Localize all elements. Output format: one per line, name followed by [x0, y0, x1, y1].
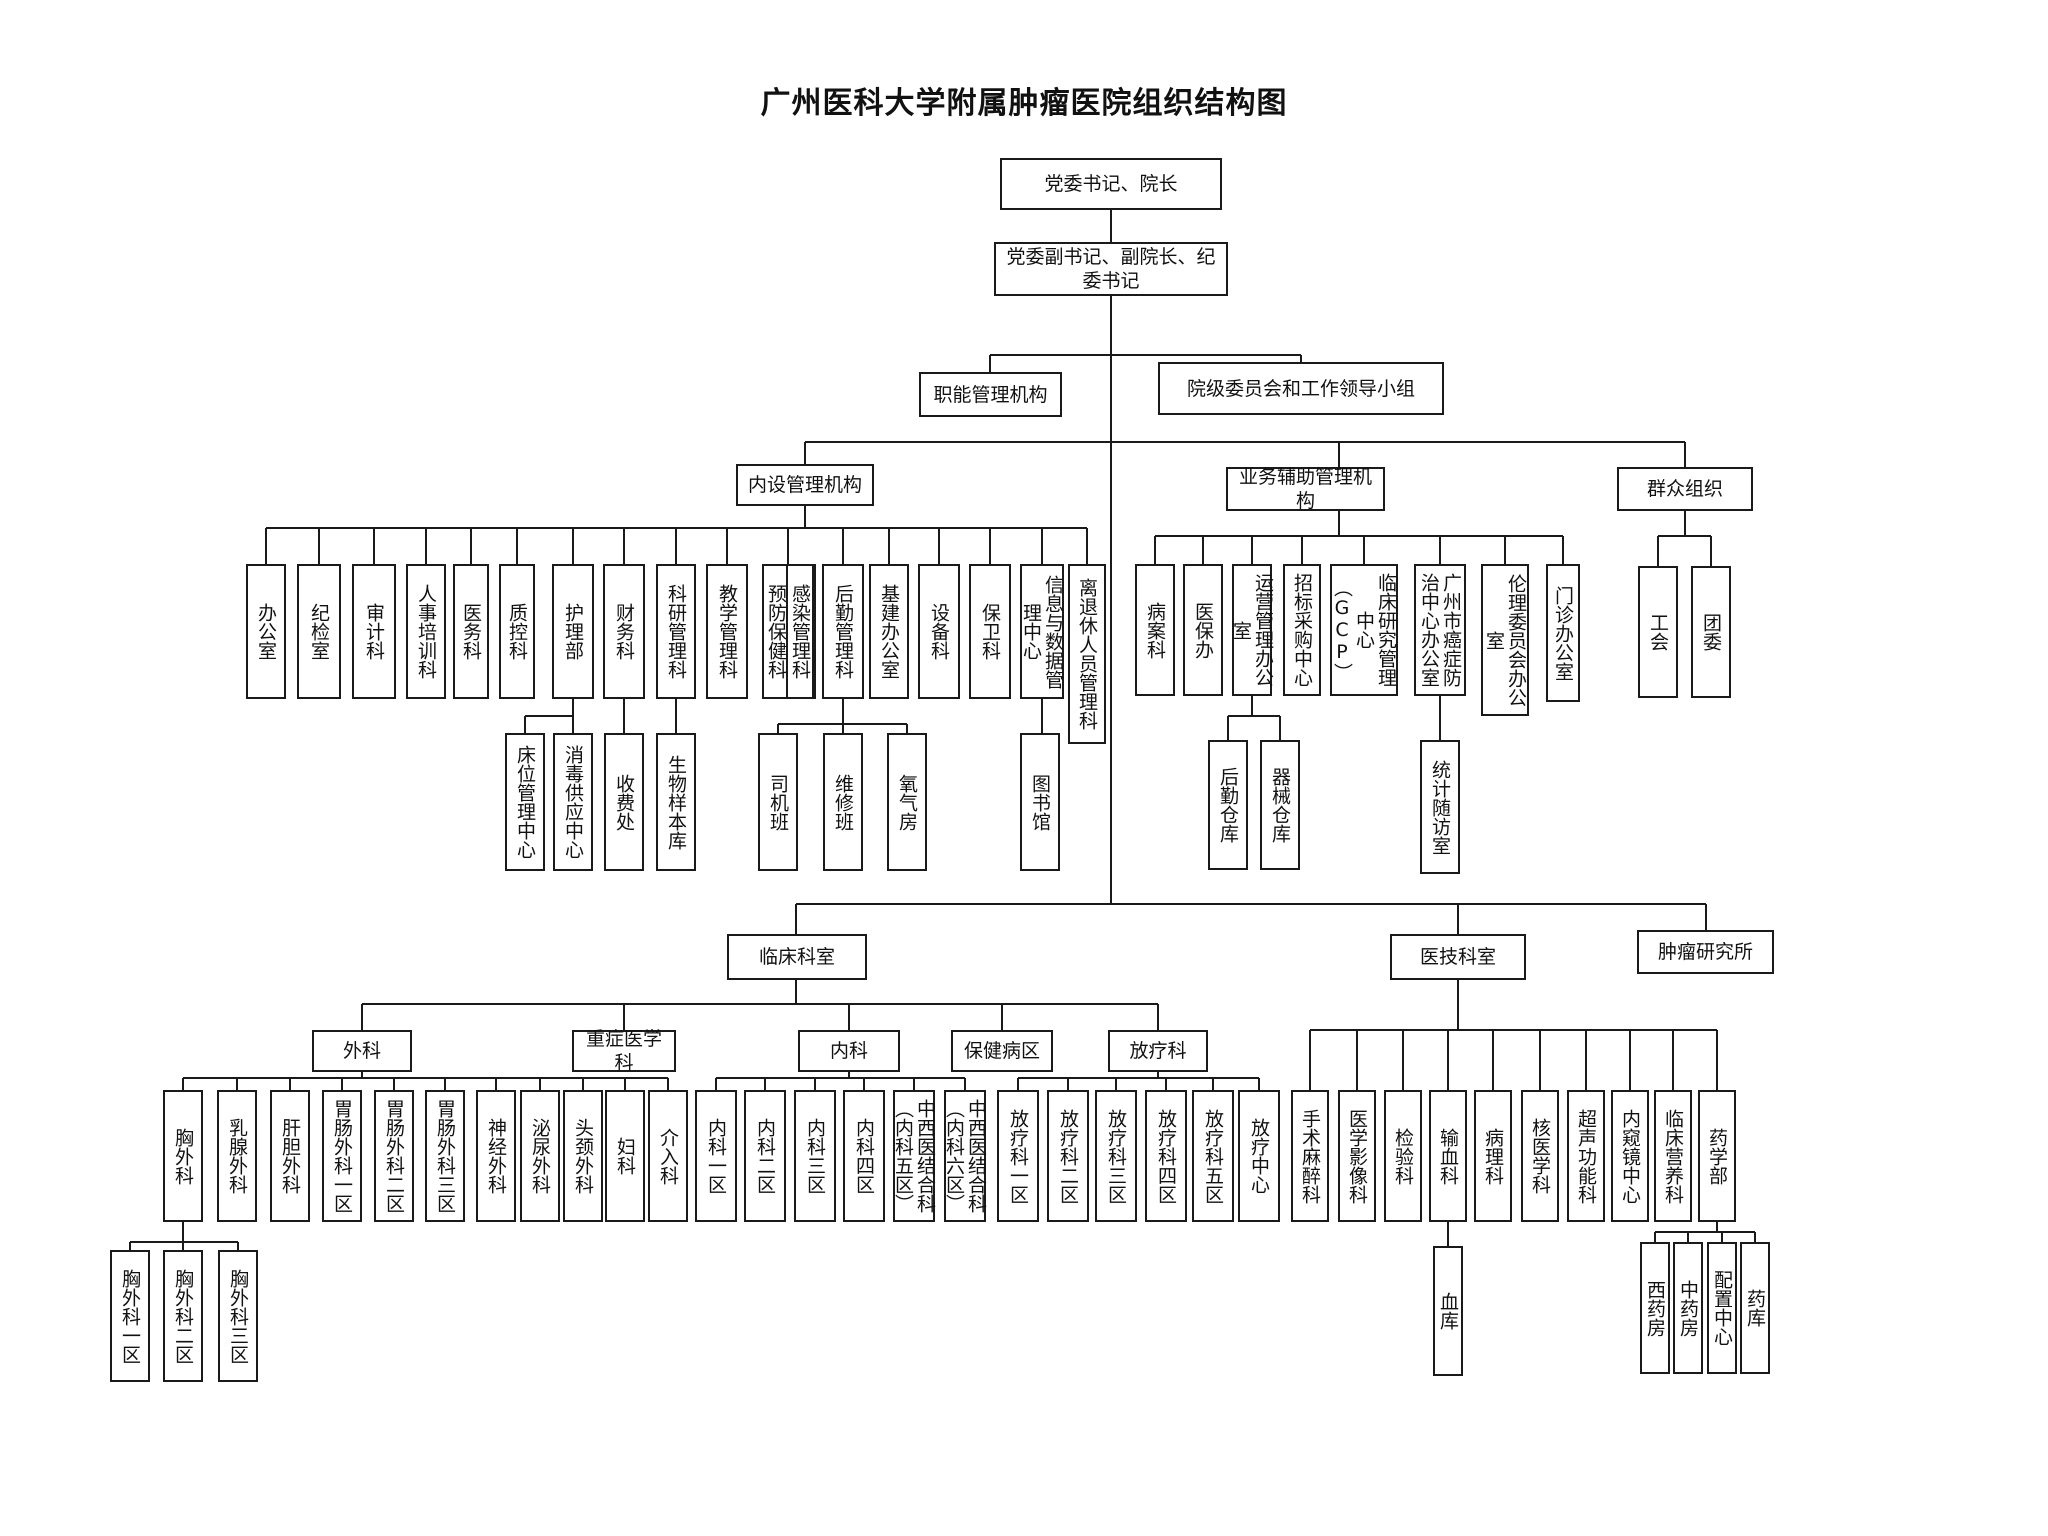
internal-med-unit: 内科四区 — [843, 1090, 885, 1222]
internal-unit: 预防保健科 — [762, 564, 790, 699]
surgery-unit: 胸外科 — [163, 1090, 203, 1222]
sub-unit: 生物样本库 — [656, 733, 696, 871]
business-support-node: 业务辅助管理机构 — [1226, 466, 1385, 512]
thoracic-unit: 胸外科一区 — [110, 1250, 150, 1382]
mass-unit: 团委 — [1691, 566, 1731, 698]
internal-med-unit: 中西医结合科（内科五区） — [892, 1090, 936, 1222]
sub-unit: 图书馆 — [1020, 733, 1060, 871]
tech-unit: 药学部 — [1698, 1090, 1736, 1222]
party-secretary-node: 党委书记、院长 — [1000, 158, 1222, 210]
business-unit: 广州市癌症防治中心办公室 — [1414, 564, 1466, 696]
sub-unit: 后勤仓库 — [1208, 740, 1248, 870]
internal-unit: 科研管理科 — [656, 564, 696, 699]
internal-med-unit: 内科三区 — [794, 1090, 836, 1222]
pharmacy-unit: 中药房 — [1673, 1242, 1703, 1374]
business-unit: 运营管理办公室 — [1230, 564, 1274, 696]
internal-unit: 人事培训科 — [406, 564, 446, 699]
internal-unit: 审计科 — [352, 564, 396, 699]
prevention-infection-group — [762, 564, 816, 699]
sub-unit: 消毒供应中心 — [553, 733, 593, 871]
radiotherapy-unit: 放疗科一区 — [997, 1090, 1039, 1222]
internal-unit: 信息与数据管理中心 — [1020, 564, 1064, 699]
internal-unit: 基建办公室 — [869, 564, 909, 699]
tech-unit: 内窥镜中心 — [1611, 1090, 1649, 1222]
sub-unit: 司机班 — [758, 733, 798, 871]
clinical-group: 内科 — [798, 1030, 900, 1072]
tech-unit: 医学影像科 — [1338, 1090, 1376, 1222]
surgery-unit: 头颈外科 — [563, 1090, 603, 1222]
surgery-unit: 神经外科 — [476, 1090, 516, 1222]
radiotherapy-unit: 放疗科二区 — [1047, 1090, 1089, 1222]
tech-unit: 检验科 — [1384, 1090, 1422, 1222]
internal-med-unit: 中西医结合科（内科六区） — [943, 1090, 987, 1222]
tech-unit: 手术麻醉科 — [1291, 1090, 1329, 1222]
surgery-unit: 妇科 — [605, 1090, 645, 1222]
radiotherapy-unit: 放疗科四区 — [1145, 1090, 1187, 1222]
surgery-unit: 介入科 — [648, 1090, 688, 1222]
pharmacy-unit: 西药房 — [1640, 1242, 1670, 1374]
surgery-unit: 乳腺外科 — [217, 1090, 257, 1222]
internal-unit: 后勤管理科 — [822, 564, 864, 699]
tech-unit: 核医学科 — [1521, 1090, 1559, 1222]
internal-unit: 财务科 — [603, 564, 645, 699]
business-unit: 病案科 — [1135, 564, 1175, 696]
sub-unit: 氧气房 — [887, 733, 927, 871]
business-unit: 医保办 — [1183, 564, 1223, 696]
internal-unit: 设备科 — [918, 564, 960, 699]
tech-unit: 超声功能科 — [1567, 1090, 1605, 1222]
page-title: 广州医科大学附属肿瘤医院组织结构图 — [760, 86, 1288, 121]
thoracic-unit: 胸外科三区 — [218, 1250, 258, 1382]
surgery-unit: 泌尿外科 — [520, 1090, 560, 1222]
internal-unit: 质控科 — [499, 564, 535, 699]
clinical-group: 放疗科 — [1108, 1030, 1208, 1072]
blood-bank-unit: 血库 — [1433, 1246, 1463, 1376]
internal-med-unit: 内科一区 — [695, 1090, 737, 1222]
functional-management-node: 职能管理机构 — [919, 372, 1062, 417]
internal-med-unit: 内科二区 — [744, 1090, 786, 1222]
sub-unit: 维修班 — [823, 733, 863, 871]
tech-unit: 临床营养科 — [1654, 1090, 1692, 1222]
cancer-institute-node: 肿瘤研究所 — [1637, 930, 1774, 974]
internal-unit: 办公室 — [246, 564, 286, 699]
clinical-group: 外科 — [312, 1030, 412, 1072]
medical-tech-node: 医技科室 — [1390, 934, 1526, 980]
business-unit: 临床研究管理中心（GCP） — [1330, 564, 1398, 696]
internal-unit: 护理部 — [552, 564, 594, 699]
business-unit: 招标采购中心 — [1283, 564, 1321, 696]
internal-unit: 教学管理科 — [706, 564, 748, 699]
business-unit: 门诊办公室 — [1546, 564, 1580, 702]
mass-unit: 工会 — [1638, 566, 1678, 698]
sub-unit: 床位管理中心 — [505, 733, 545, 871]
internal-unit: 纪检室 — [297, 564, 341, 699]
sub-unit: 器械仓库 — [1260, 740, 1300, 870]
internal-unit: 保卫科 — [969, 564, 1011, 699]
internal-unit: 离退休人员管理科 — [1068, 564, 1106, 744]
sub-unit: 统计随访室 — [1420, 740, 1460, 874]
deputy-leaders-node: 党委副书记、副院长、纪委书记 — [994, 242, 1228, 296]
internal-unit: 感染管理科 — [786, 564, 814, 699]
radiotherapy-unit: 放疗科五区 — [1192, 1090, 1234, 1222]
tech-unit: 输血科 — [1429, 1090, 1467, 1222]
internal-unit: 医务科 — [453, 564, 489, 699]
surgery-unit: 胃肠外科一区 — [322, 1090, 362, 1222]
pharmacy-unit: 配置中心 — [1707, 1242, 1737, 1374]
surgery-unit: 胃肠外科二区 — [374, 1090, 414, 1222]
clinical-group: 保健病区 — [951, 1030, 1053, 1072]
surgery-unit: 胃肠外科三区 — [425, 1090, 465, 1222]
business-unit: 伦理委员会办公室 — [1481, 564, 1529, 716]
surgery-unit: 肝胆外科 — [270, 1090, 310, 1222]
committee-node: 院级委员会和工作领导小组 — [1158, 362, 1444, 415]
mass-organization-node: 群众组织 — [1617, 467, 1753, 511]
pharmacy-unit: 药库 — [1740, 1242, 1770, 1374]
internal-management-node: 内设管理机构 — [736, 464, 874, 506]
radiotherapy-unit: 放疗科三区 — [1095, 1090, 1137, 1222]
thoracic-unit: 胸外科二区 — [163, 1250, 203, 1382]
radiotherapy-unit: 放疗中心 — [1238, 1090, 1280, 1222]
clinical-departments-node: 临床科室 — [727, 934, 867, 980]
sub-unit: 收费处 — [604, 733, 644, 871]
tech-unit: 病理科 — [1474, 1090, 1512, 1222]
clinical-group: 重症医学科 — [572, 1028, 676, 1074]
